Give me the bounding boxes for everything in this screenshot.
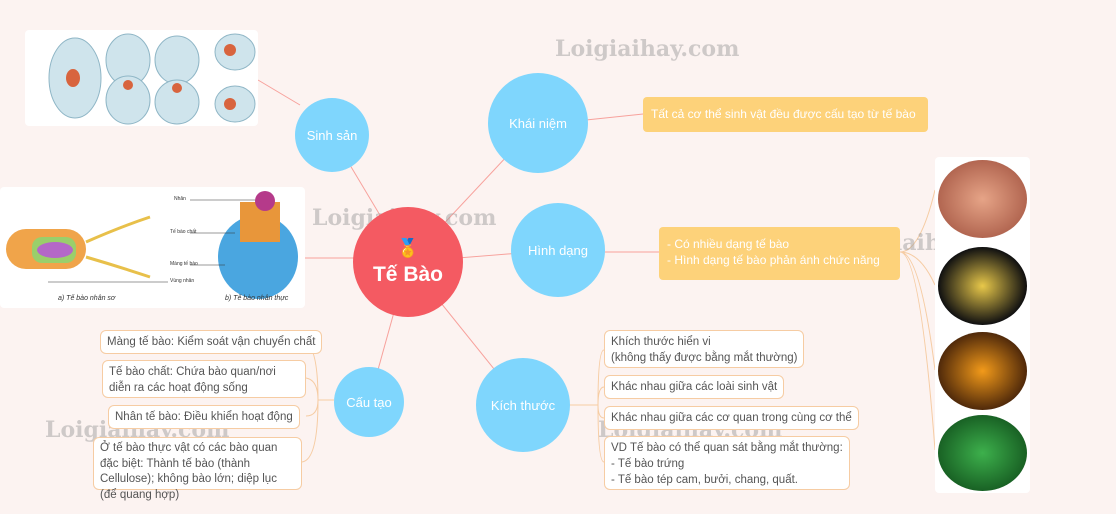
hinh-dang-line: - Có nhiều dạng tế bào <box>667 237 790 251</box>
caption-eukaryote: b) Tế bào nhân thực <box>225 295 289 302</box>
cell-division-image <box>25 30 258 126</box>
branch-hinh-dang[interactable]: Hình dạng <box>511 203 605 297</box>
center-title: Tế Bào <box>372 262 443 286</box>
award-icon: 🏅 <box>396 237 420 258</box>
branch-label: Sinh sản <box>306 127 358 143</box>
kich-thuoc-item[interactable]: VD Tế bào có thể quan sát bằng mắt thườn… <box>604 436 850 490</box>
branch-cau-tao[interactable]: Cấu tạo <box>334 367 404 437</box>
hinh-dang-line: - Hình dạng tế bào phản ánh chức năng <box>667 253 880 267</box>
cau-tao-item[interactable]: Ở tế bào thực vật có các bào quan đặc bi… <box>93 437 302 501</box>
khai-niem-box[interactable]: Tất cả cơ thể sinh vật đều được cấu tạo … <box>643 97 928 132</box>
branch-label: Khái niệm <box>509 115 567 131</box>
branch-sinh-san[interactable]: Sinh sản <box>295 98 369 172</box>
label-cytoplasm: Tế bào chất <box>170 229 197 235</box>
kich-thuoc-item[interactable]: Khác nhau giữa các loài sinh vật <box>604 375 785 399</box>
branch-label: Kích thước <box>490 397 556 413</box>
caption-prokaryote: a) Tế bào nhân sơ <box>58 295 116 302</box>
cell-image-4 <box>938 415 1027 491</box>
branch-khai-niem[interactable]: Khái niệm <box>488 73 588 173</box>
kich-thuoc-item[interactable]: Khác nhau giữa các cơ quan trong cùng cơ… <box>604 406 859 430</box>
cell-image-2 <box>938 247 1027 325</box>
cell-shapes-images <box>935 157 1030 493</box>
kich-thuoc-item[interactable]: Khích thước hiển vi (không thấy được bằn… <box>604 330 805 368</box>
cau-tao-item[interactable]: Nhân tế bào: Điều khiển hoạt động <box>108 405 300 429</box>
center-node[interactable]: 🏅 Tế Bào <box>353 207 463 317</box>
cell-image-1 <box>938 160 1027 238</box>
branch-label: Hình dạng <box>528 242 588 258</box>
label-nucleus: Nhân <box>174 196 186 202</box>
branch-kich-thuoc[interactable]: Kích thước <box>476 358 570 452</box>
branch-label: Cấu tạo <box>346 394 392 410</box>
hinh-dang-box[interactable]: - Có nhiều dạng tế bào - Hình dạng tế bà… <box>659 227 900 280</box>
label-nucleoid: Vùng nhân <box>170 278 195 284</box>
cau-tao-item[interactable]: Màng tế bào: Kiểm soát vận chuyển chất <box>100 330 323 354</box>
cau-tao-item[interactable]: Tế bào chất: Chứa bào quan/nơi diễn ra c… <box>102 360 306 398</box>
label-membrane: Màng tế bào <box>170 261 198 267</box>
cell-image-3 <box>938 332 1027 410</box>
cell-diagram-image: Nhân Tế bào chất Màng tế bào Vùng nhân a… <box>0 187 305 308</box>
